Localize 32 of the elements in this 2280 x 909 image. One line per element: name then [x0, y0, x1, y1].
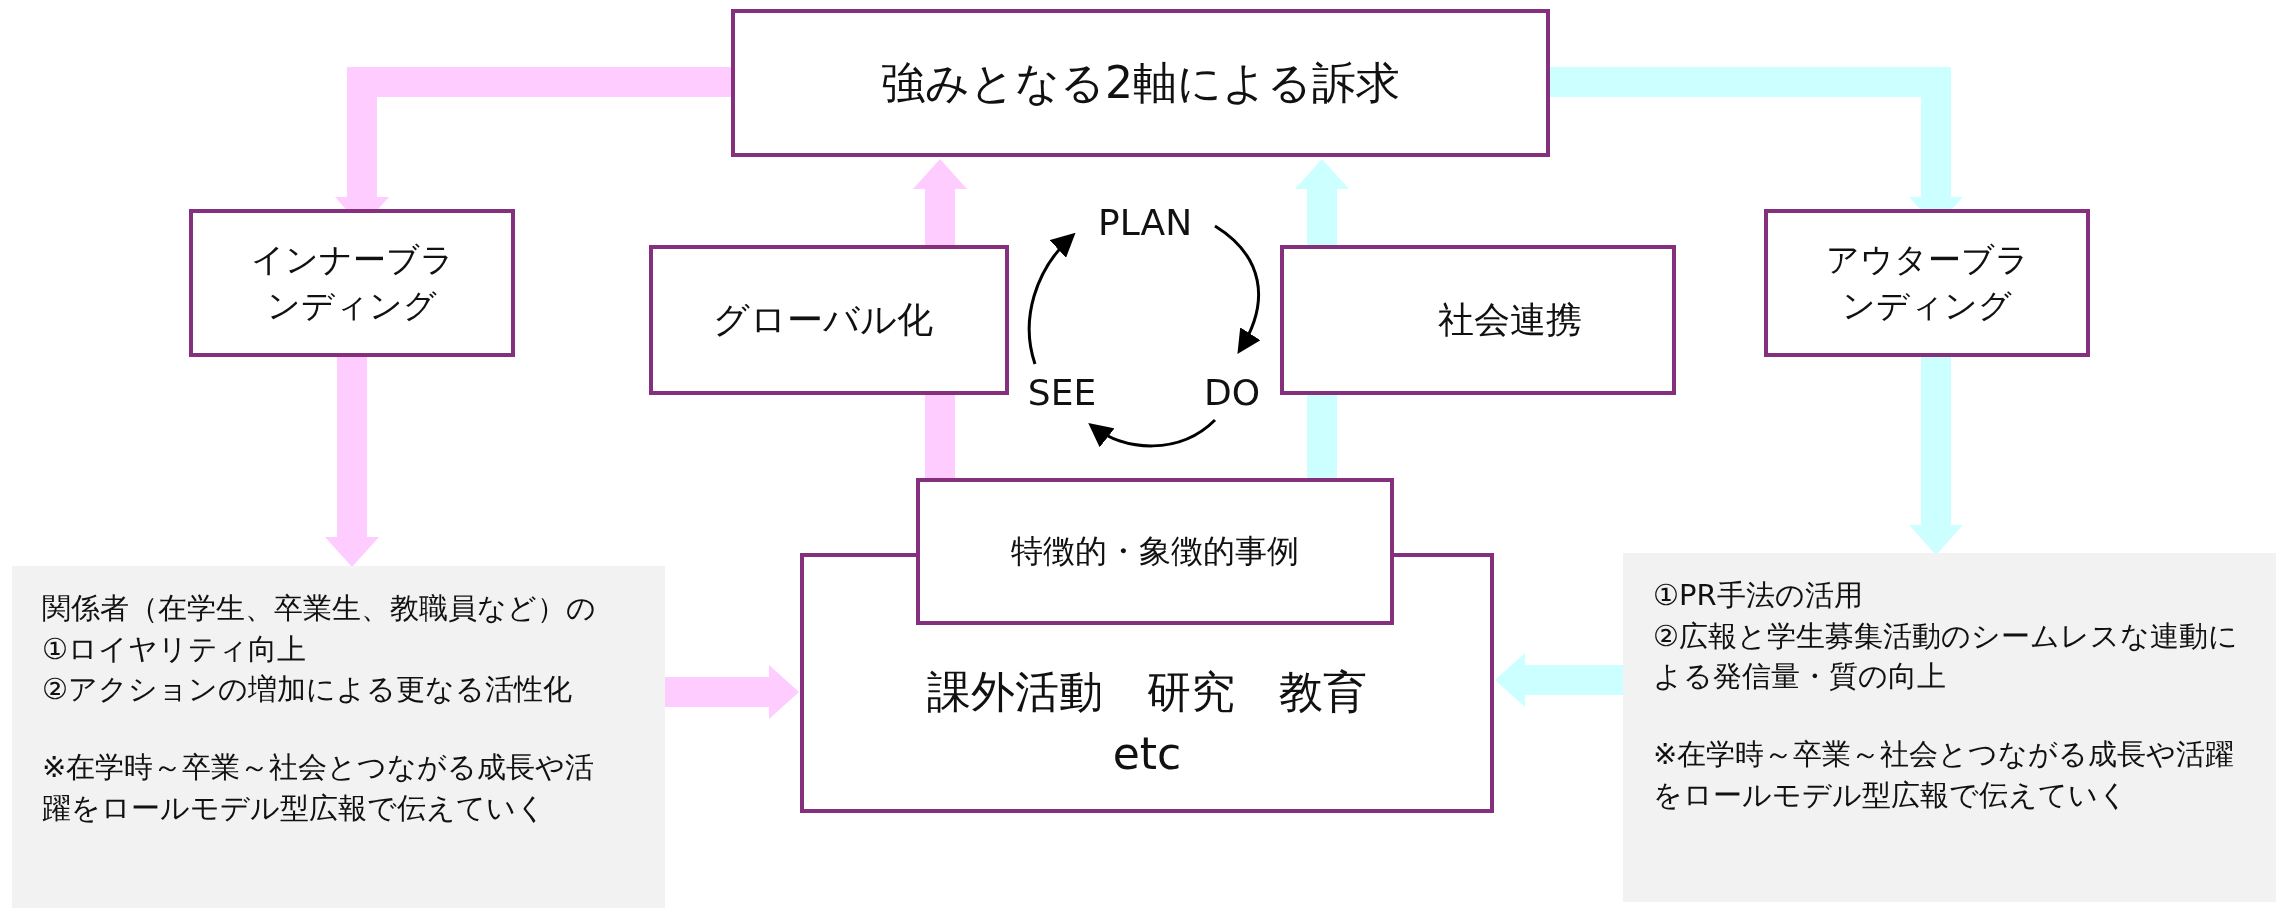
process-box	[916, 478, 1394, 625]
box-label: etc	[1112, 727, 1182, 781]
block-arrow	[913, 159, 967, 245]
box-label: 社会連携	[1438, 297, 1582, 342]
block-arrow	[1295, 159, 1349, 245]
box-label: アウターブランディング	[1824, 238, 2030, 327]
box-label: インナーブランディング	[249, 238, 455, 327]
note-panel	[1623, 553, 2276, 902]
curved-arrow	[1088, 418, 1216, 448]
process-box	[189, 209, 515, 357]
note-text: 関係者（在学生、卒業生、教職員など）の	[42, 590, 596, 627]
process-box	[649, 245, 1009, 395]
box-label: 特徴的・象徴的事例	[1011, 531, 1299, 573]
block-arrow	[1495, 653, 1623, 707]
process-box	[731, 9, 1550, 157]
note-text: ※在学時～卒業～社会とつながる成長や活躍をロールモデル型広報で伝えていく	[42, 749, 596, 828]
box-label: グローバル化	[713, 297, 933, 342]
process-box	[1280, 245, 1676, 395]
block-arrow	[325, 357, 379, 567]
note-text: ②広報と学生募集活動のシームレスな連動による発信量・質の向上	[1653, 617, 2239, 696]
note-text: ②アクションの増加による更なる活性化	[42, 671, 572, 709]
box-label: 強みとなる2軸による訴求	[881, 56, 1400, 111]
block-arrow	[1909, 357, 1963, 555]
process-box	[1764, 209, 2090, 357]
block-arrow	[665, 665, 799, 719]
curved-arrow	[1027, 232, 1076, 365]
box-label: 課外活動 研究 教育	[927, 665, 1367, 720]
note-text: ①PR手法の活用	[1653, 577, 1863, 614]
curved-arrow	[1214, 224, 1260, 355]
note-text: ①ロイヤリティ向上	[42, 630, 306, 668]
note-panel	[12, 566, 665, 908]
note-text: ※在学時～卒業～社会とつながる成長や活躍をロールモデル型広報で伝えていく	[1653, 736, 2236, 815]
